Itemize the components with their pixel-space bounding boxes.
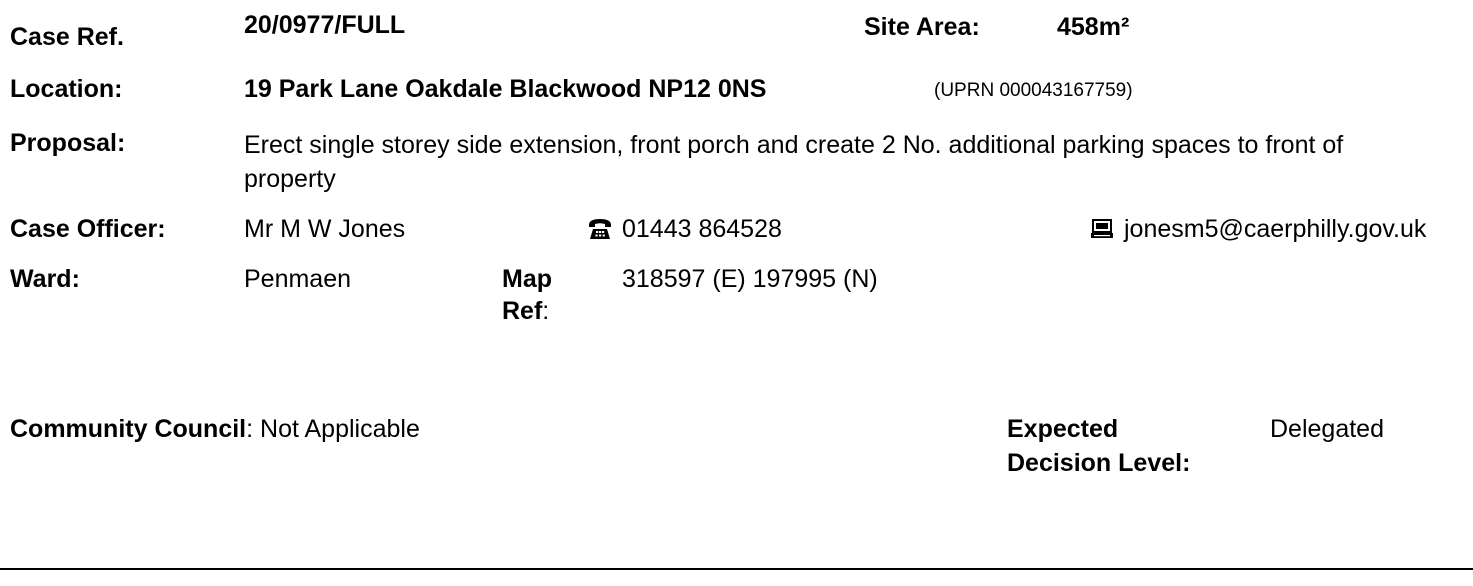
site-area-label: Site Area: bbox=[864, 13, 980, 41]
decision-level-label-line1: Expected bbox=[1007, 415, 1119, 443]
ward-label: Ward: bbox=[10, 265, 80, 293]
case-officer-label: Case Officer: bbox=[10, 215, 166, 243]
decision-level-label-line2: Decision Level: bbox=[1007, 449, 1191, 477]
location-uprn: (UPRN 000043167759) bbox=[934, 80, 1133, 101]
community-council: Community Council: Not Applicable bbox=[10, 414, 420, 444]
officer-phone: 01443 864528 bbox=[588, 214, 782, 244]
map-ref-label-line2: Ref: bbox=[502, 296, 549, 326]
officer-email: jonesm5@caerphilly.gov.uk bbox=[1090, 214, 1426, 244]
case-ref-label: Case Ref. bbox=[10, 23, 124, 51]
location-address: 19 Park Lane Oakdale Blackwood NP12 0NS bbox=[244, 75, 767, 103]
map-ref-colon: : bbox=[542, 297, 550, 325]
decision-level-value: Delegated bbox=[1270, 415, 1384, 443]
case-ref-value: 20/0977/FULL bbox=[244, 11, 406, 39]
officer-phone-number: 01443 864528 bbox=[622, 215, 782, 243]
bottom-divider bbox=[0, 568, 1473, 570]
proposal-label: Proposal: bbox=[10, 129, 126, 157]
community-council-value: Not Applicable bbox=[260, 415, 420, 443]
community-council-colon: : bbox=[246, 415, 254, 443]
proposal-text: Erect single storey side extension, fron… bbox=[244, 131, 1344, 193]
map-ref-label-text: Ref bbox=[502, 297, 543, 325]
map-ref-value: 318597 (E) 197995 (N) bbox=[622, 265, 878, 293]
ward-value: Penmaen bbox=[244, 265, 352, 293]
site-area-value: 458m² bbox=[1057, 13, 1130, 41]
telephone-icon bbox=[589, 219, 611, 239]
officer-email-address: jonesm5@caerphilly.gov.uk bbox=[1124, 215, 1427, 243]
location-label: Location: bbox=[10, 75, 123, 103]
community-council-label: Community Council bbox=[10, 415, 247, 443]
computer-icon bbox=[1091, 219, 1113, 238]
map-ref-label-line1: Map bbox=[502, 265, 552, 293]
case-officer-name: Mr M W Jones bbox=[244, 215, 406, 243]
